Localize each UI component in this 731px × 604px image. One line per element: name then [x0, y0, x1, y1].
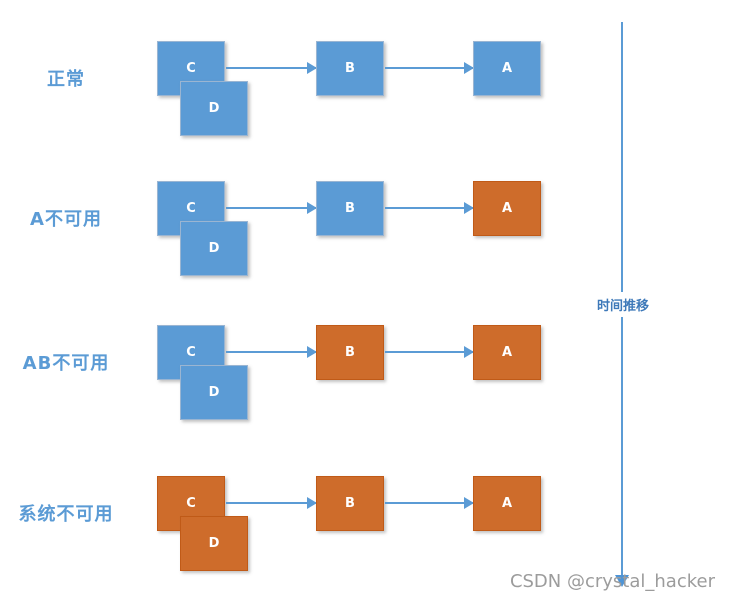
- node-d: D: [180, 516, 248, 571]
- arrow-c-to-b: [226, 346, 317, 358]
- node-letter: D: [208, 241, 220, 256]
- node-letter: C: [186, 496, 196, 511]
- node-d: D: [180, 221, 248, 276]
- node-a: A: [473, 181, 541, 236]
- node-a: A: [473, 476, 541, 531]
- row-label: A不可用: [30, 209, 102, 230]
- timeline-label: 时间推移: [594, 292, 652, 317]
- state-row-normal: 正常 C D B A: [0, 41, 731, 137]
- node-letter: D: [208, 101, 220, 116]
- node-letter: D: [208, 385, 220, 400]
- node-a: A: [473, 325, 541, 380]
- node-letter: C: [186, 345, 196, 360]
- node-letter: C: [186, 201, 196, 216]
- arrow-c-to-b: [226, 62, 317, 74]
- node-letter: B: [345, 61, 355, 76]
- node-letter: B: [345, 345, 355, 360]
- node-letter: A: [501, 61, 513, 76]
- arrow-b-to-a: [385, 202, 474, 214]
- state-row-system-unavailable: 系统不可用 C D B A: [0, 476, 731, 572]
- state-row-ab-unavailable: AB不可用 C D B A: [0, 325, 731, 421]
- state-row-a-unavailable: A不可用 C D B A: [0, 181, 731, 277]
- arrow-b-to-a: [385, 346, 474, 358]
- node-b: B: [316, 41, 384, 96]
- arrow-b-to-a: [385, 62, 474, 74]
- watermark: CSDN @crystal_hacker: [509, 571, 715, 592]
- node-b: B: [316, 476, 384, 531]
- node-letter: C: [186, 61, 196, 76]
- node-d: D: [180, 365, 248, 420]
- node-letter: A: [501, 496, 513, 511]
- timeline-arrowhead-icon: [615, 575, 629, 587]
- row-label: AB不可用: [22, 353, 110, 374]
- node-a: A: [473, 41, 541, 96]
- arrow-c-to-b: [226, 202, 317, 214]
- node-letter: A: [501, 201, 513, 216]
- node-b: B: [316, 181, 384, 236]
- arrow-b-to-a: [385, 497, 474, 509]
- node-b: B: [316, 325, 384, 380]
- node-letter: B: [345, 201, 355, 216]
- node-letter: A: [501, 345, 513, 360]
- node-letter: B: [345, 496, 355, 511]
- node-letter: D: [208, 536, 220, 551]
- arrow-c-to-b: [226, 497, 317, 509]
- row-label: 系统不可用: [18, 504, 114, 525]
- node-d: D: [180, 81, 248, 136]
- row-label: 正常: [47, 69, 85, 90]
